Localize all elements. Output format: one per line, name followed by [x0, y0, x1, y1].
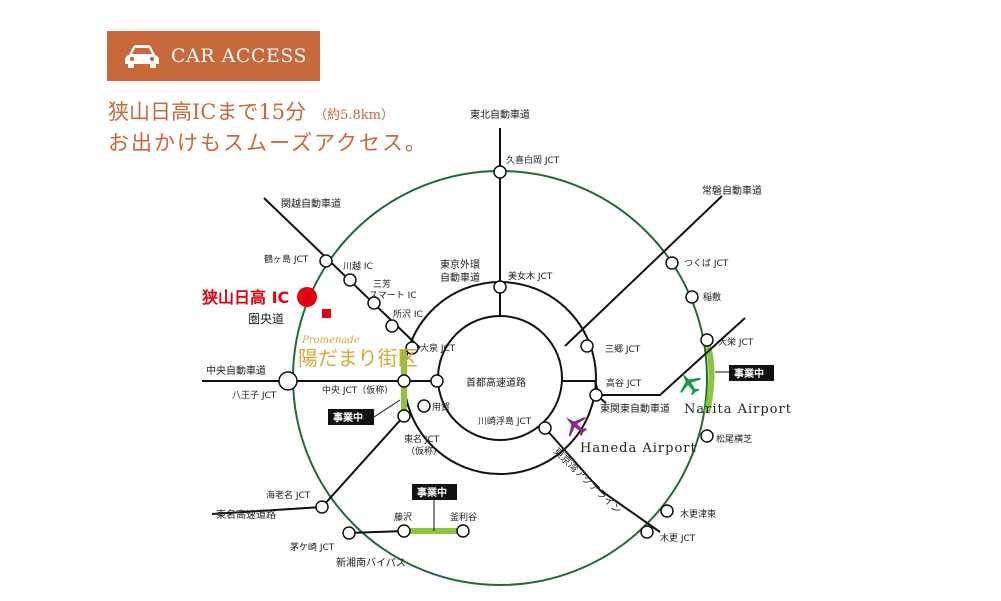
node-kuki: [493, 165, 507, 179]
kenodo-label: 圏央道: [248, 312, 284, 326]
svg-text:陽だまり街区: 陽だまり街区: [298, 346, 418, 370]
label-kawasaki: 川崎浮島 JCT: [478, 415, 532, 427]
haneda-airplane-icon: [565, 417, 588, 437]
construction-badge-west: 事業中: [328, 409, 374, 425]
label-tsurugashima: 鶴ヶ島 JCT: [264, 253, 309, 265]
headline-line1: 狭山日高ICまで15分: [108, 100, 307, 124]
construction-badge-east: 事業中: [729, 365, 774, 381]
label-tomei-jct-2: （仮称）: [406, 445, 442, 457]
label-kawagoe: 川越 IC: [343, 260, 373, 272]
node-kawasaki: [538, 421, 552, 435]
construction-segment-east: [704, 341, 715, 414]
label-ebina: 海老名 JCT: [266, 489, 311, 501]
haneda-airport-label: Haneda Airport: [580, 441, 697, 456]
node-tokorozawa: [385, 319, 399, 333]
aqualine: [544, 427, 661, 533]
label-shuto: 首都高速道路: [466, 376, 526, 389]
node-oei: [700, 333, 714, 347]
construction-badge-south: 事業中: [412, 484, 457, 500]
label-kamariya: 釜利谷: [450, 511, 477, 523]
sayama-hidaka-ic-marker: [297, 287, 317, 307]
node-misato: [580, 339, 594, 353]
label-shinshonan: 新湘南バイパス: [336, 556, 406, 569]
node-chuo-inner: [430, 374, 444, 388]
sayama-hidaka-ic-label: 狭山日高 IC: [201, 288, 289, 307]
label-miyoshi-1: 三芳: [373, 278, 391, 290]
label-chuo: 中央自動車道: [206, 364, 266, 377]
shinshonan-bypass: [348, 530, 405, 534]
node-ebina: [315, 500, 329, 514]
label-oei: 大栄 JCT: [718, 336, 754, 348]
node-tsurugashima: [319, 254, 333, 268]
node-fujisawa: [397, 524, 411, 538]
node-hachioji: [278, 371, 298, 391]
narita-airport-label: Narita Airport: [684, 402, 792, 417]
svg-text:事業中: 事業中: [417, 486, 447, 499]
node-miyoshi: [367, 296, 381, 310]
label-misato: 三郷 JCT: [605, 344, 641, 355]
svg-text:事業中: 事業中: [333, 411, 363, 424]
joban-expressway: [564, 195, 723, 347]
header-title: CAR ACCESS: [171, 45, 307, 67]
car-access-header: CAR ACCESS: [107, 31, 320, 81]
narita-airplane-icon: [680, 373, 702, 396]
headline-distance: （約5.8km）: [314, 108, 394, 123]
brand-logo: Promenade 陽だまり街区: [298, 335, 418, 370]
headline-travel-time: 狭山日高ICまで15分 （約5.8km）: [108, 96, 394, 126]
label-fujisawa: 藤沢: [394, 511, 412, 523]
headline-tagline: お出かけもスムーズアクセス。: [108, 131, 428, 155]
label-tomei-jct-1: 東名 JCT: [404, 433, 440, 445]
node-tomei-jct: [397, 409, 411, 423]
node-matsuo: [700, 429, 714, 443]
label-gaikan-1: 東京外環: [440, 258, 480, 271]
label-bijogi: 美女木 JCT: [508, 270, 553, 282]
label-gaikan-2: 自動車道: [440, 271, 480, 284]
label-kuki: 久喜白岡 JCT: [506, 154, 560, 166]
node-inashiki: [685, 290, 699, 304]
label-kanetsu: 関越自動車道: [281, 197, 341, 210]
label-yoga: 用賀: [432, 401, 450, 413]
label-tokorozawa: 所沢 IC: [393, 308, 423, 320]
node-oizumi: [405, 341, 419, 355]
node-takaya: [589, 388, 603, 402]
node-bijogi: [493, 280, 507, 294]
property-marker: [322, 309, 331, 318]
higashikanto-expressway: [561, 317, 746, 396]
node-chuo-jct: [397, 374, 411, 388]
label-oizumi: 大泉 JCT: [420, 342, 456, 354]
label-hachioji: 八王子 JCT: [232, 390, 277, 401]
node-chigasaki: [342, 526, 356, 540]
node-kamariya: [456, 524, 470, 538]
svg-text:Promenade: Promenade: [301, 335, 360, 346]
label-tomei: 東名高速道路: [216, 508, 276, 521]
car-icon: [125, 45, 159, 68]
label-tsukuba: つくば JCT: [684, 258, 729, 269]
node-kawagoe: [343, 273, 357, 287]
node-tsukuba: [665, 256, 679, 270]
label-takaya: 高谷 JCT: [606, 377, 642, 389]
label-kisarazu-higashi: 木更津東: [680, 508, 716, 520]
label-kisarazu: 木更 JCT: [660, 532, 696, 544]
label-tohoku: 東北自動車道: [470, 108, 530, 121]
label-chigasaki: 茅ケ崎 JCT: [290, 541, 335, 553]
label-joban: 常磐自動車道: [702, 184, 762, 197]
label-higashikanto: 東関東自動車道: [600, 402, 670, 415]
node-kisarazu-higashi: [660, 504, 674, 518]
node-kisarazu: [640, 525, 654, 539]
label-chuo-jct: 中央 JCT（仮称）: [322, 384, 393, 396]
label-miyoshi-2: スマート IC: [369, 291, 417, 301]
label-inashiki: 稲敷: [703, 291, 721, 303]
label-matsuo: 松尾横芝: [716, 433, 752, 445]
node-yoga: [417, 399, 431, 413]
svg-text:事業中: 事業中: [734, 367, 764, 380]
